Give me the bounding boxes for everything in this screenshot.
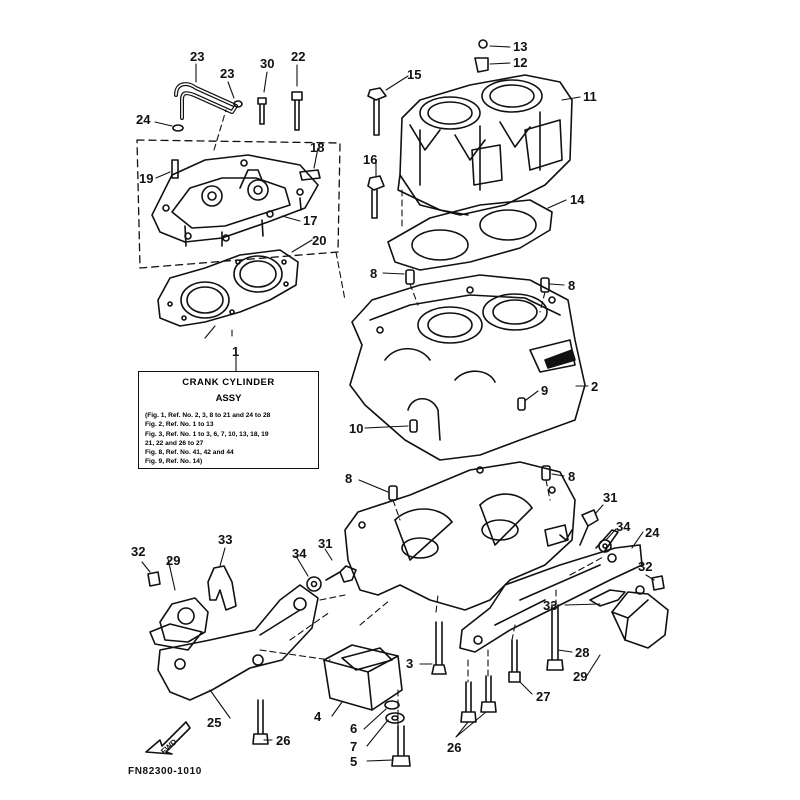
- bolts-and-washers: [147, 509, 665, 767]
- callout-17: 17: [303, 213, 317, 228]
- callout-24: 24: [645, 525, 660, 540]
- callout-23a: 23: [220, 66, 234, 81]
- callout-2: 2: [591, 379, 598, 394]
- callout-21: 22: [291, 49, 305, 64]
- upper-crankcase-part: [349, 274, 586, 461]
- callout-33a: 33: [218, 532, 232, 547]
- callout-13: 13: [513, 39, 527, 54]
- callout-1: 1: [232, 344, 239, 359]
- bracket-left-33: [207, 565, 237, 611]
- callout-8d: 8: [568, 469, 575, 484]
- assy-line: Fig. 2, Ref. No. 1 to 13: [145, 421, 214, 429]
- callout-26a: 26: [276, 733, 290, 748]
- callout-12: 12: [513, 55, 527, 70]
- callout-31b: 31: [318, 536, 332, 551]
- callout-6: 6: [350, 721, 357, 736]
- callout-18: 18: [310, 140, 324, 155]
- callout-26b: 26: [447, 740, 461, 755]
- callout-11: 11: [583, 89, 597, 104]
- head-small-parts: [171, 82, 303, 179]
- callout-29b: 29: [573, 669, 587, 684]
- callout-16: 16: [363, 152, 377, 167]
- engine-mount-right-part: [459, 529, 643, 653]
- rubber-mount-right-29: [611, 591, 669, 649]
- cylinder-block-part: [397, 39, 573, 216]
- head-gasket-part: [157, 249, 299, 327]
- callout-8a: 8: [370, 266, 377, 281]
- callout-3: 3: [406, 656, 413, 671]
- callout-8c: 8: [345, 471, 352, 486]
- head-assembly-dashed-box: [136, 139, 341, 269]
- cylinder-head-part: [136, 139, 341, 269]
- assy-subtitle: ASSY: [215, 393, 242, 404]
- bracket-right-33: [589, 589, 626, 607]
- callout-28: 28: [575, 645, 589, 660]
- assy-line: 21, 22 and 26 to 27: [145, 439, 204, 447]
- lower-crankcase-part: [344, 461, 576, 611]
- assy-line: Fig. 8, Ref. No. 41, 42 and 44: [145, 449, 234, 457]
- exhaust-port: [524, 119, 563, 171]
- assy-title: CRANK CYLINDER: [182, 377, 275, 388]
- callout-29a: 29: [166, 553, 180, 568]
- callout-numbers: 23 23 24 30 22 18 19 17 20 15 16 11 13 1…: [131, 39, 660, 769]
- head-plug-18: [299, 169, 321, 181]
- callout-8b: 8: [568, 278, 575, 293]
- mount-block-4: [323, 644, 403, 711]
- callout-19: 19: [139, 171, 153, 186]
- assy-reference-box: CRANK CYLINDER ASSY (Fig. 1, Ref. No. 2,…: [138, 371, 319, 469]
- callout-34b: 34: [292, 546, 307, 561]
- leader-lines: [141, 45, 655, 762]
- callout-5: 5: [350, 754, 357, 769]
- callout-9: 9: [541, 383, 548, 398]
- rubber-mount-left-29: [149, 597, 209, 651]
- callout-22: 23: [190, 49, 204, 64]
- callout-33b: 33: [543, 598, 557, 613]
- callout-34a: 34: [616, 519, 631, 534]
- callout-32b: 32: [638, 559, 652, 574]
- callout-23b: 24: [136, 112, 151, 127]
- callout-7: 7: [350, 739, 357, 754]
- callout-4: 4: [314, 709, 322, 724]
- callout-32a: 32: [131, 544, 145, 559]
- assy-line: (Fig. 1, Ref. No. 2, 3, 8 to 21 and 24 t…: [145, 412, 271, 419]
- callout-25: 25: [207, 715, 221, 730]
- fwd-arrow-icon: [145, 721, 191, 755]
- assy-line: Fig. 9, Ref. No. 14): [145, 458, 203, 466]
- engine-mount-left-part: [157, 584, 319, 701]
- callout-14: 14: [570, 192, 585, 207]
- callout-27: 27: [536, 689, 550, 704]
- callout-10: 10: [349, 421, 363, 436]
- base-gasket-part: [387, 199, 553, 271]
- callout-31a: 31: [603, 490, 617, 505]
- cylinder-bolts: [367, 87, 387, 219]
- assy-line: Fig. 3, Ref. No. 1 to 3, 6, 7, 10, 13, 1…: [145, 430, 269, 438]
- callout-15: 15: [407, 67, 421, 82]
- callout-20: 20: [312, 233, 326, 248]
- callout-30: 30: [260, 56, 274, 71]
- diagram-code: FN82300-1010: [128, 766, 202, 777]
- assy-reference-lines: (Fig. 1, Ref. No. 2, 3, 8 to 21 and 24 t…: [145, 411, 314, 467]
